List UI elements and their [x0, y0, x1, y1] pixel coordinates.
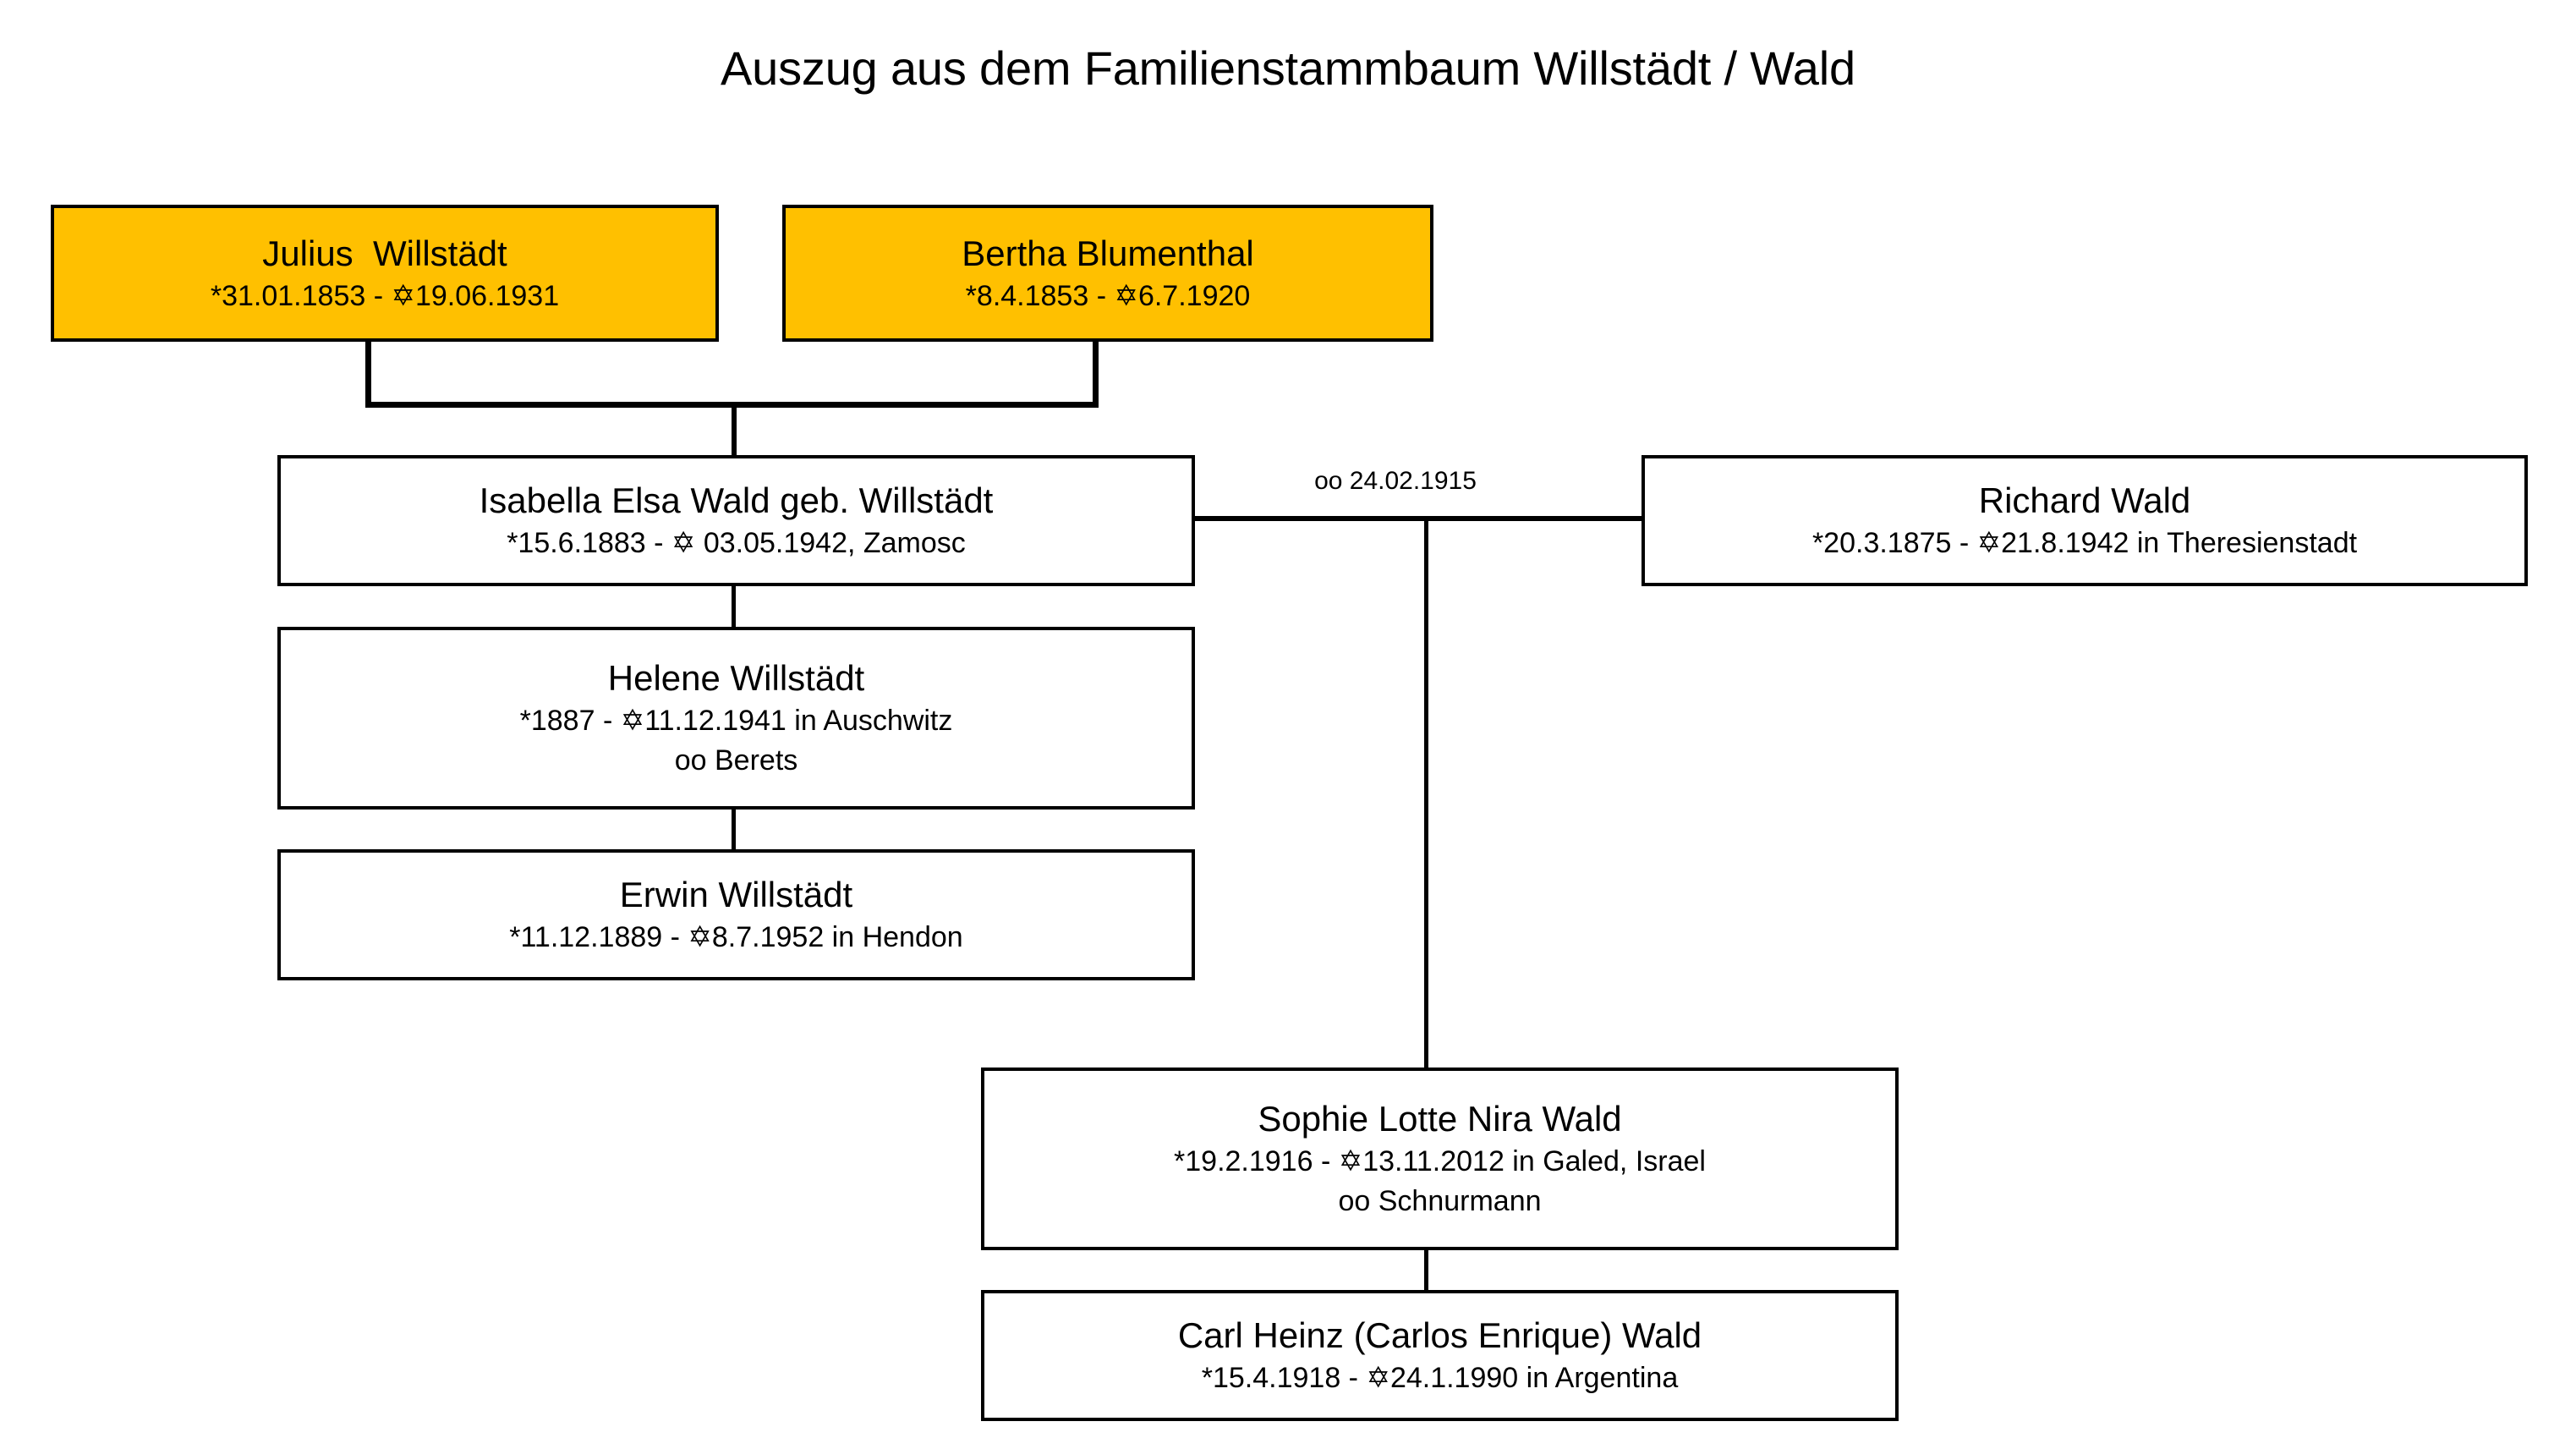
page-title: Auszug aus dem Familienstammbaum Willstä…: [721, 41, 1855, 95]
node-dates: *15.4.1918 - ✡24.1.1990 in Argentina: [1201, 1362, 1679, 1395]
node-dates: *11.12.1889 - ✡8.7.1952 in Hendon: [509, 921, 963, 954]
node-name: Carl Heinz (Carlos Enrique) Wald: [1177, 1315, 1702, 1356]
node-name: Bertha Blumenthal: [962, 233, 1254, 273]
node-dates: *20.3.1875 - ✡21.8.1942 in Theresienstad…: [1811, 527, 2358, 560]
node-name: Julius Willstädt: [262, 233, 507, 273]
node-carl-heinz-wald[interactable]: Carl Heinz (Carlos Enrique) Wald *15.4.1…: [981, 1290, 1899, 1421]
connector-julius-drop: [365, 342, 371, 408]
node-name: Helene Willstädt: [607, 658, 865, 699]
connector-marriage-to-children: [1424, 521, 1428, 1069]
node-helene-willstaedt[interactable]: Helene Willstädt *1887 - ✡11.12.1941 in …: [277, 627, 1195, 810]
node-dates: *19.2.1916 - ✡13.11.2012 in Galed, Israe…: [1174, 1145, 1706, 1178]
node-bertha-blumenthal[interactable]: Bertha Blumenthal *8.4.1853 - ✡6.7.1920: [782, 205, 1433, 342]
node-spouse: oo Schnurmann: [1338, 1184, 1542, 1217]
connector-sophie-to-carl: [1424, 1248, 1428, 1292]
node-name: Erwin Willstädt: [619, 875, 853, 915]
connector-bertha-drop: [1093, 342, 1099, 408]
node-dates: *31.01.1853 - ✡19.06.1931: [210, 279, 560, 312]
node-dates: *15.6.1883 - ✡ 03.05.1942, Zamosc: [507, 527, 966, 560]
node-name: Richard Wald: [1978, 480, 2191, 521]
node-richard-wald[interactable]: Richard Wald *20.3.1875 - ✡21.8.1942 in …: [1642, 455, 2528, 586]
node-sophie-lotte-nira-wald[interactable]: Sophie Lotte Nira Wald *19.2.1916 - ✡13.…: [981, 1068, 1899, 1250]
connector-parents-to-isabella: [732, 402, 737, 457]
marriage-date-label: oo 24.02.1915: [1314, 467, 1477, 495]
node-isabella-elsa-wald[interactable]: Isabella Elsa Wald geb. Willstädt *15.6.…: [277, 455, 1195, 586]
node-name: Sophie Lotte Nira Wald: [1258, 1099, 1622, 1139]
node-dates: *1887 - ✡11.12.1941 in Auschwitz: [519, 705, 953, 738]
connector-helene-to-erwin: [732, 807, 736, 851]
node-spouse: oo Berets: [674, 744, 798, 777]
node-dates: *8.4.1853 - ✡6.7.1920: [965, 279, 1251, 312]
connector-marriage-line: [1192, 516, 1644, 521]
connector-isabella-to-helene: [732, 584, 736, 628]
node-julius-willstaedt[interactable]: Julius Willstädt *31.01.1853 - ✡19.06.19…: [51, 205, 719, 342]
node-name: Isabella Elsa Wald geb. Willstädt: [479, 480, 994, 521]
node-erwin-willstaedt[interactable]: Erwin Willstädt *11.12.1889 - ✡8.7.1952 …: [277, 849, 1195, 980]
